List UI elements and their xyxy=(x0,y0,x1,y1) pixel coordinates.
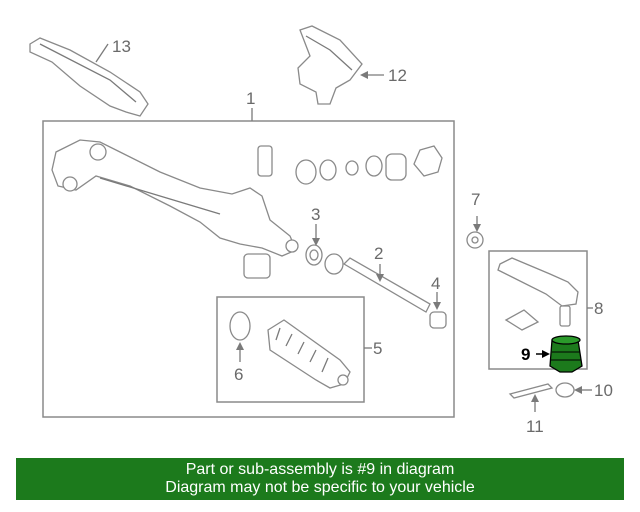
part-10-shape xyxy=(555,382,575,398)
part-11-shape xyxy=(508,383,554,399)
info-banner: Part or sub-assembly is #9 in diagram Di… xyxy=(16,458,624,500)
part-9-shape xyxy=(549,335,583,373)
callout-10: 10 xyxy=(594,381,613,400)
steering-rack-shape xyxy=(51,139,299,279)
part-7-shape xyxy=(466,231,484,249)
arrow-10 xyxy=(574,386,582,394)
callout-9: 9 xyxy=(521,345,530,364)
callout-1: 1 xyxy=(246,89,255,108)
callout-5: 5 xyxy=(373,339,382,358)
arrow-4 xyxy=(433,302,441,310)
arrow-7 xyxy=(473,224,481,232)
arrow-3 xyxy=(312,238,320,246)
assembly-box-1 xyxy=(42,120,455,418)
part-8-shape xyxy=(497,257,579,331)
callout-8: 8 xyxy=(594,299,603,318)
part-13-shape xyxy=(29,37,149,117)
part-12-shape xyxy=(297,25,363,105)
arrow-12 xyxy=(360,71,368,79)
callout-2: 2 xyxy=(374,244,383,263)
callout-3: 3 xyxy=(311,205,320,224)
leader-13 xyxy=(95,43,109,63)
part-6-shape xyxy=(229,311,251,341)
arrow-2 xyxy=(376,274,384,282)
boot-kit-box-5 xyxy=(216,296,365,403)
arrow-9 xyxy=(542,350,550,358)
callout-6: 6 xyxy=(234,365,243,384)
part-5-shape xyxy=(267,319,351,389)
arrow-6 xyxy=(236,342,244,350)
callout-11: 11 xyxy=(526,417,544,436)
part-2-shape xyxy=(324,253,431,313)
callout-13: 13 xyxy=(112,37,131,56)
callout-4: 4 xyxy=(431,274,440,293)
part-4-shape xyxy=(429,311,447,329)
tie-rod-end-box-8 xyxy=(488,250,588,370)
callout-7: 7 xyxy=(471,190,480,209)
banner-line-2: Diagram may not be specific to your vehi… xyxy=(165,479,475,496)
part-3-shape xyxy=(305,244,323,266)
callout-12: 12 xyxy=(388,66,407,85)
arrow-11 xyxy=(531,394,539,402)
banner-line-1: Part or sub-assembly is #9 in diagram xyxy=(185,461,455,478)
bushing-row-shape xyxy=(295,145,443,185)
